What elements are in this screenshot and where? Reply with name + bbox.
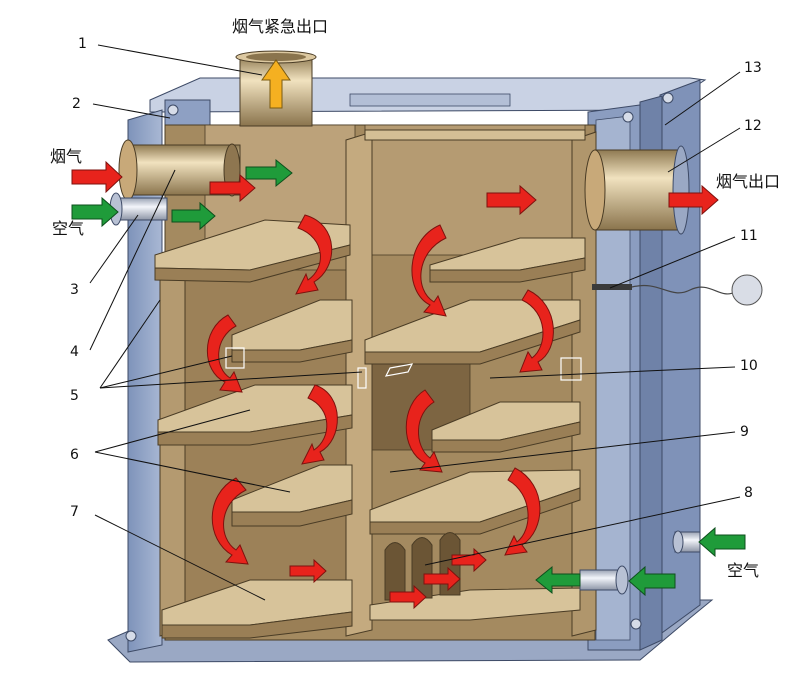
curved-flow-arrow <box>519 289 554 373</box>
baffle-plate <box>429 237 586 283</box>
curved-flow-arrow <box>405 389 443 473</box>
callout-6: 6 <box>70 447 79 463</box>
callout-numbers: 1 2 3 4 5 6 7 8 9 10 11 12 13 <box>70 36 762 520</box>
baffle-plate <box>157 384 353 446</box>
callout-9: 9 <box>740 424 749 440</box>
flue-gas-flow-arrow <box>209 173 256 203</box>
callout-12: 12 <box>744 118 762 134</box>
air-inlet-right-label: 空气 <box>727 561 759 580</box>
flue-gas-outlet-label: 烟气出口 <box>716 172 780 191</box>
baffle-plate <box>364 299 581 365</box>
baffle-plate <box>431 401 581 453</box>
flue-gas-outlet-pipe <box>584 145 690 235</box>
flow-arrows <box>71 59 746 610</box>
air-flow-arrow <box>698 526 746 558</box>
air-inlet-pipe-bottom <box>579 565 629 595</box>
air-inlet-pipe-right <box>672 530 701 554</box>
curved-flow-arrow <box>211 477 249 565</box>
callout-7: 7 <box>70 504 79 520</box>
air-flow-arrow <box>628 565 676 597</box>
access-marks <box>225 347 582 389</box>
flue-gas-flow-arrow <box>486 184 537 216</box>
curved-flow-arrow <box>295 214 333 295</box>
baffle-plates <box>154 129 586 639</box>
air-inlet-pipe-left <box>109 192 168 226</box>
emergency-exhaust-pipe <box>235 50 317 127</box>
callout-1: 1 <box>78 36 87 52</box>
baffle-plate <box>231 299 353 363</box>
outer-housing <box>107 77 714 663</box>
flue-gas-flow-arrow <box>389 584 427 610</box>
callout-13: 13 <box>744 60 762 76</box>
flue-gas-flow-arrow <box>71 160 123 194</box>
emergency-exhaust-arrow <box>261 59 291 109</box>
curved-flow-arrow <box>206 314 243 393</box>
curved-flow-arrow <box>411 224 447 317</box>
flue-gas-flow-arrow <box>289 558 327 584</box>
air-flow-arrow <box>535 565 581 595</box>
baffle-plate <box>231 464 353 527</box>
callout-11: 11 <box>740 228 758 244</box>
callout-2: 2 <box>72 96 81 112</box>
callout-8: 8 <box>744 485 753 501</box>
flue-gas-flow-arrow <box>668 184 719 216</box>
baffle-plate <box>161 579 353 639</box>
callout-10: 10 <box>740 358 758 374</box>
air-flow-arrow <box>71 196 119 228</box>
callout-3: 3 <box>70 282 79 298</box>
callout-4: 4 <box>70 344 79 360</box>
air-inlet-left-label: 空气 <box>52 219 84 238</box>
baffle-plate <box>369 587 581 621</box>
emergency-outlet-label: 烟气紧急出口 <box>232 17 328 36</box>
leader-lines <box>89 44 741 601</box>
air-flow-arrow <box>245 158 293 188</box>
baffle-plate <box>154 219 351 283</box>
callout-5: 5 <box>70 388 79 404</box>
curved-flow-arrow <box>301 384 338 465</box>
air-flow-arrow <box>171 201 216 231</box>
flue-gas-flow-arrow <box>423 566 461 592</box>
flow-labels: 烟气紧急出口 烟气 空气 烟气出口 空气 <box>50 17 780 580</box>
curved-flow-arrow <box>504 467 541 556</box>
flue-gas-inlet-label: 烟气 <box>50 147 82 166</box>
